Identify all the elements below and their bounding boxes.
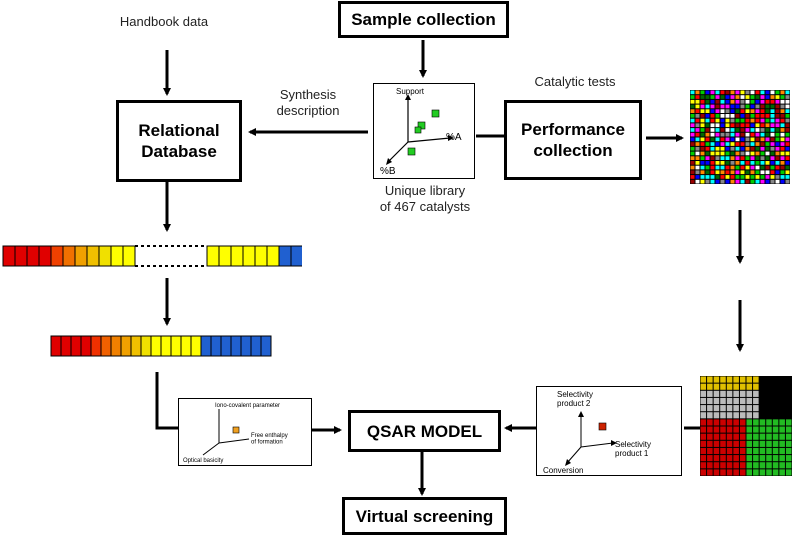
bar-cell [70, 335, 82, 357]
library-point [407, 147, 416, 156]
bar-cell [150, 335, 162, 357]
bar-cell [98, 245, 112, 267]
bar-cell [278, 245, 292, 267]
bar-cell [14, 245, 28, 267]
bar-cell [240, 335, 252, 357]
bar-cell [220, 335, 232, 357]
bar-cell [122, 245, 136, 267]
selectivity-point [598, 422, 607, 431]
bar-cell [230, 335, 242, 357]
unique-library-label: Unique library of 467 catalysts [379, 183, 471, 214]
performance-matrix [690, 90, 790, 184]
bar-cell [290, 245, 302, 267]
relational-database-box: Relational Database [116, 100, 242, 182]
bar-cell [250, 335, 262, 357]
descriptor-axis-y: Iono-covalent parameter [215, 403, 280, 409]
handbook-data-label: Handbook data [119, 14, 209, 29]
performance-collection-box: Performance collection [504, 100, 642, 180]
bar-cell [2, 245, 16, 267]
bar-cell [80, 335, 92, 357]
selectivity-axis-z: Conversion [543, 466, 583, 475]
bar-cell [210, 335, 222, 357]
descriptor-bar-reduced [50, 335, 272, 357]
catalytic-tests-label: Catalytic tests [534, 74, 616, 89]
descriptor-point [232, 426, 240, 434]
library-axis-x: %A [446, 132, 462, 143]
bar-cell [86, 245, 100, 267]
bar-cell [170, 335, 182, 357]
bar-cell [242, 245, 256, 267]
bar-cell [90, 335, 102, 357]
bar-cell [100, 335, 112, 357]
bar-cell [74, 245, 88, 267]
bar-cell [206, 245, 220, 267]
library-point [431, 109, 440, 118]
bar-cell [254, 245, 268, 267]
sample-collection-box: Sample collection [338, 1, 509, 38]
library-axis-z: %B [380, 166, 396, 177]
bar-cell [62, 245, 76, 267]
descriptor-bar-full [2, 245, 302, 267]
bar-cell [190, 335, 202, 357]
bar-cell [130, 335, 142, 357]
bar-cell [50, 335, 62, 357]
bar-cell [110, 245, 124, 267]
library-point [417, 121, 426, 130]
clustered-matrix [700, 376, 792, 476]
bar-cell [160, 335, 172, 357]
bar-cell [26, 245, 40, 267]
bar-cell [120, 335, 132, 357]
synthesis-description-label: Synthesis description [276, 87, 340, 118]
descriptor-axis-z: Optical basicity [183, 458, 223, 464]
bar-cell [60, 335, 72, 357]
library-axis-y: Support [396, 87, 425, 96]
line-reduced-bar-to-descriptor [155, 372, 178, 430]
library-plot-svg: Support %A %B [380, 87, 462, 177]
bar-cell [266, 245, 280, 267]
bar-cell [110, 335, 122, 357]
bar-cell [218, 245, 232, 267]
library-point [414, 126, 422, 134]
bar-cell [140, 335, 152, 357]
bar-cell [180, 335, 192, 357]
bar-cell [230, 245, 244, 267]
bar-cell [200, 335, 212, 357]
bar-cell [50, 245, 64, 267]
qsar-model-box: QSAR MODEL [348, 410, 501, 452]
library-plot: Support %A %B [373, 83, 475, 179]
virtual-screening-box: Virtual screening [342, 497, 507, 535]
bar-cell [260, 335, 272, 357]
bar-cell [38, 245, 52, 267]
